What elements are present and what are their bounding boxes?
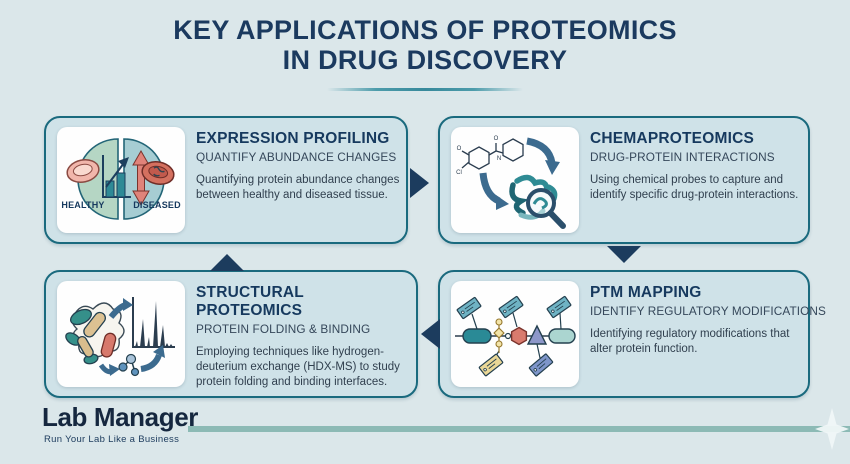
card-body: Employing techniques like hydrogen-deute… xyxy=(196,346,400,389)
flow-arrow-down-icon xyxy=(607,246,641,263)
flow-arrow-up-icon xyxy=(210,254,244,271)
page-title-line2: IN DRUG DISCOVERY xyxy=(282,45,568,76)
icon-box xyxy=(57,281,185,387)
lab-manager-logo: Lab Manager xyxy=(42,402,198,432)
icon-box: O O Cl N xyxy=(451,127,579,233)
flow-arrow-right-icon xyxy=(410,168,429,198)
card-title: STRUCTURAL PROTEOMICS xyxy=(196,284,304,319)
card-title: EXPRESSION PROFILING xyxy=(196,130,390,147)
card-subtitle: QUANTIFY ABUNDANCE CHANGES xyxy=(196,150,397,164)
chemical-probe-protein-magnifier-icon: O O Cl N xyxy=(456,136,566,229)
page-title-line1: KEY APPLICATIONS OF PROTEOMICS xyxy=(173,15,677,45)
protein-backbone-modification-tags-icon xyxy=(455,295,576,377)
card-ptm-mapping: PTM MAPPING IDENTIFY REGULATORY MODIFICA… xyxy=(438,270,826,398)
card-title: PTM MAPPING xyxy=(590,284,702,301)
svg-text:O: O xyxy=(494,136,499,142)
healthy-diseased-tissue-comparison-icon: HEALTHY DISEASED xyxy=(61,138,181,220)
footer-divider-line xyxy=(188,426,850,432)
diseased-label: DISEASED xyxy=(133,200,181,210)
page-title: KEY APPLICATIONS OF PROTEOMICS IN DRUG D… xyxy=(0,15,850,75)
svg-text:N: N xyxy=(497,156,501,162)
icon-box: HEALTHY DISEASED xyxy=(57,127,185,233)
logo-tagline: Run Your Lab Like a Business xyxy=(44,434,180,445)
card-subtitle: DRUG-PROTEIN INTERACTIONS xyxy=(590,150,775,164)
card-chemaproteomics: O O Cl N xyxy=(438,116,810,244)
protein-structure-mass-spectrum-icon xyxy=(65,297,175,377)
card-expression-profiling: HEALTHY DISEASED EXPRESSION PROFILING QU… xyxy=(44,116,408,244)
card-structural-proteomics: STRUCTURAL PROTEOMICS PROTEIN FOLDING & … xyxy=(44,270,418,398)
svg-text:Cl: Cl xyxy=(456,170,462,176)
flow-arrow-left-icon xyxy=(421,319,440,349)
card-subtitle: IDENTIFY REGULATORY MODIFICATIONS xyxy=(590,304,826,318)
card-body: Quantifying protein abundance changes be… xyxy=(196,174,400,202)
title-divider xyxy=(327,88,523,91)
svg-text:O: O xyxy=(457,146,462,152)
card-body: Identifying regulatory modifications tha… xyxy=(590,328,790,356)
healthy-label: HEALTHY xyxy=(61,200,104,210)
card-subtitle: PROTEIN FOLDING & BINDING xyxy=(196,322,371,336)
sparkle-diamond-icon xyxy=(815,408,849,450)
card-title: CHEMAPROTEOMICS xyxy=(590,130,755,147)
icon-box xyxy=(451,281,579,387)
card-body: Using chemical probes to capture and ide… xyxy=(590,174,799,202)
